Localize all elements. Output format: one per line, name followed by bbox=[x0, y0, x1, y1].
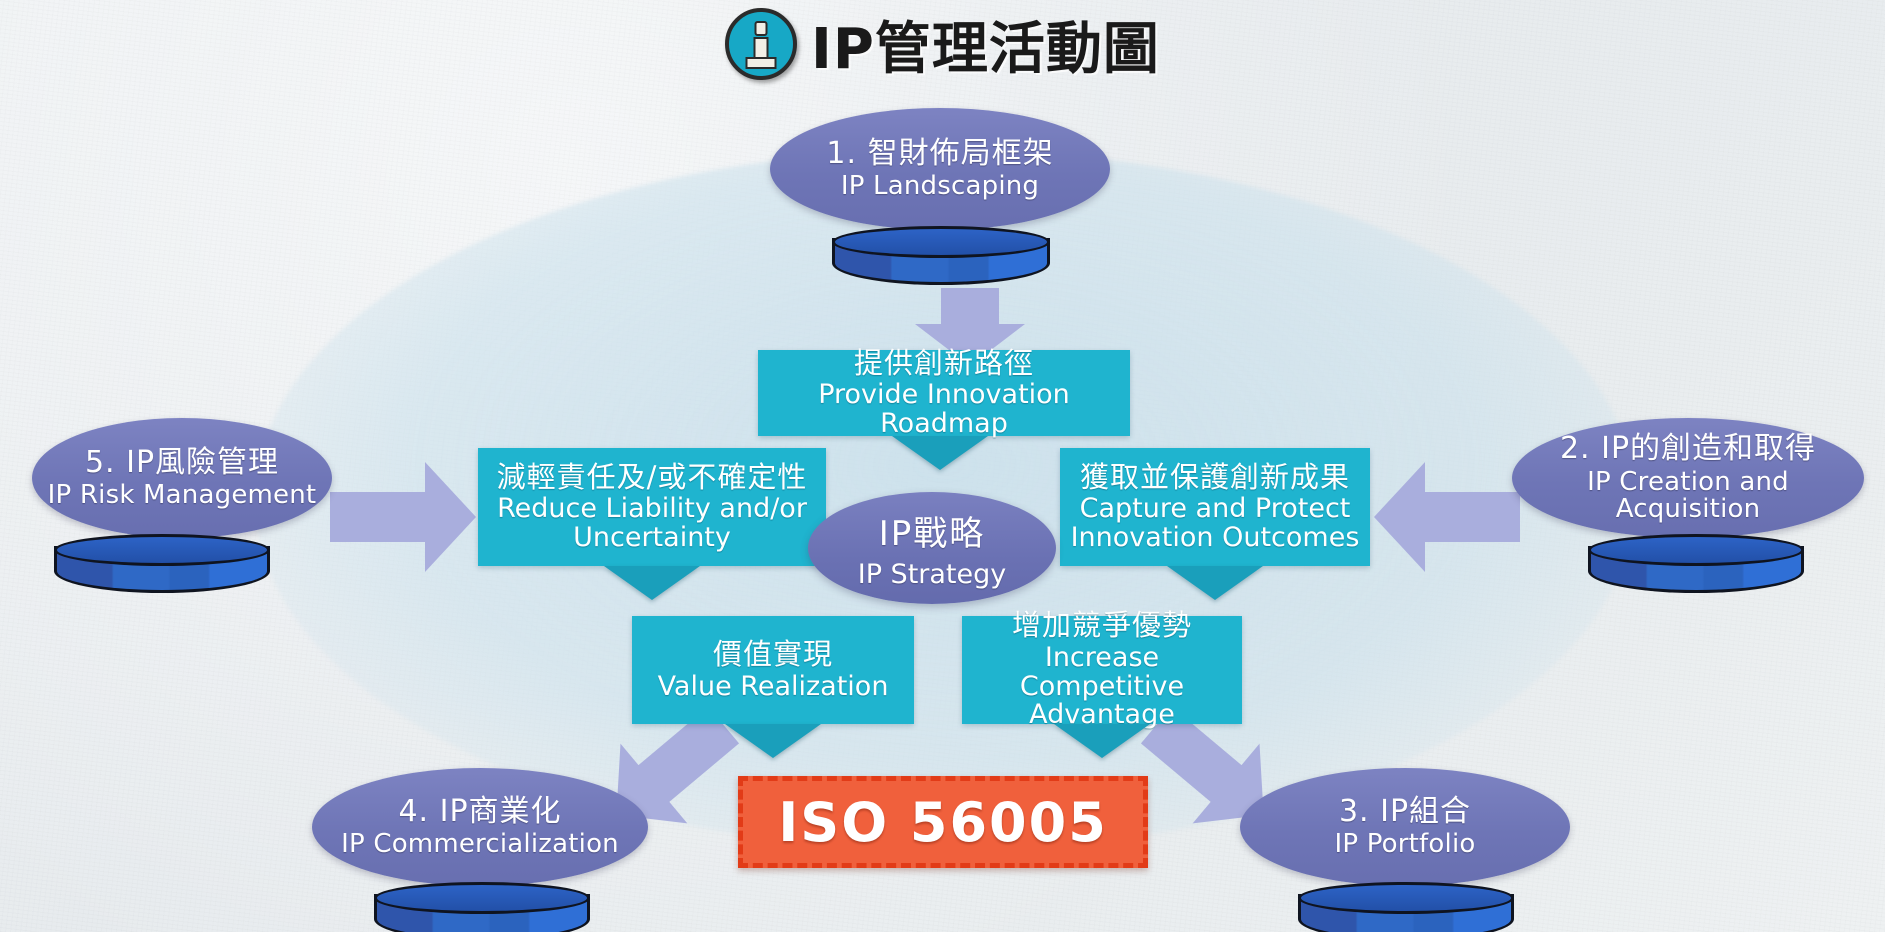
cylinder-base bbox=[54, 534, 270, 596]
arrow-landscaping-to-roadmap bbox=[915, 288, 1025, 366]
arrow-portfolio-to-competitive bbox=[1123, 685, 1297, 855]
node-label-en: IP Risk Management bbox=[47, 480, 317, 511]
box-label-zh: 價值實現 bbox=[712, 636, 833, 671]
box-label-en: Provide Innovation Roadmap bbox=[818, 379, 1070, 439]
box-capture-protect[interactable]: 獲取並保護創新成果 Capture and Protect Innovation… bbox=[1060, 448, 1370, 566]
box-label-zh: 減輕責任及/或不確定性 bbox=[496, 459, 808, 494]
box-label-zh: 增加競爭優勢 bbox=[1011, 608, 1192, 643]
center-node-ip-strategy[interactable]: IP戰略 IP Strategy bbox=[808, 492, 1056, 604]
cylinder-base bbox=[1588, 534, 1804, 596]
center-label-zh: IP戰略 bbox=[878, 514, 986, 554]
box-foot-competitive bbox=[1054, 724, 1150, 758]
arrow-creation-to-capture bbox=[1374, 462, 1520, 572]
node-label-zh: 5. IP風險管理 bbox=[84, 444, 280, 480]
iso-standard-badge: ISO 56005 bbox=[738, 776, 1148, 868]
node-ip-landscaping[interactable]: 1. 智財佈局框架 IP Landscaping bbox=[770, 108, 1110, 285]
box-reduce-liability[interactable]: 減輕責任及/或不確定性 Reduce Liability and/or Unce… bbox=[478, 448, 826, 566]
center-label-en: IP Strategy bbox=[857, 559, 1007, 590]
node-ip-commercialization-ellipse[interactable]: 4. IP商業化 IP Commercialization bbox=[312, 768, 648, 886]
node-ip-risk-management-ellipse[interactable]: 5. IP風險管理 IP Risk Management bbox=[32, 418, 332, 538]
box-label-en: Reduce Liability and/or Uncertainty bbox=[497, 493, 807, 553]
box-foot-capture bbox=[1167, 566, 1263, 600]
box-provide-innovation-roadmap[interactable]: 提供創新路徑 Provide Innovation Roadmap bbox=[758, 345, 1130, 439]
box-label-en: Value Realization bbox=[657, 670, 889, 702]
node-label-zh: 2. IP的創造和取得 bbox=[1559, 431, 1817, 467]
arrow-commercialization-to-value bbox=[583, 685, 757, 855]
node-label-en: IP Landscaping bbox=[840, 171, 1040, 202]
node-ip-creation-acquisition-ellipse[interactable]: 2. IP的創造和取得 IP Creation and Acquisition bbox=[1512, 418, 1864, 538]
node-label-zh: 1. 智財佈局框架 bbox=[826, 135, 1054, 171]
node-label-en: IP Portfolio bbox=[1334, 829, 1476, 860]
arrow-risk-to-reduce bbox=[330, 462, 476, 572]
box-increase-competitive-advantage[interactable]: 增加競爭優勢 Increase Competitive Advantage bbox=[962, 610, 1242, 729]
node-ip-landscaping-ellipse[interactable]: 1. 智財佈局框架 IP Landscaping bbox=[770, 108, 1110, 230]
iso-label: ISO 56005 bbox=[778, 790, 1108, 854]
node-label-zh: 4. IP商業化 bbox=[398, 793, 562, 829]
diagram-title: IP管理活動圖 bbox=[0, 4, 1885, 84]
cropped-bottom-text bbox=[0, 922, 1885, 932]
page-title: IP管理活動圖 bbox=[811, 16, 1160, 82]
box-foot-reduce bbox=[604, 566, 700, 600]
box-foot-roadmap bbox=[892, 436, 988, 470]
box-label-zh: 獲取並保護創新成果 bbox=[1079, 459, 1350, 494]
node-label-en: IP Commercialization bbox=[341, 829, 619, 860]
box-foot-value bbox=[725, 724, 821, 758]
node-ip-portfolio[interactable]: 3. IP組合 IP Portfolio bbox=[1240, 768, 1570, 932]
box-label-en: Increase Competitive Advantage bbox=[1019, 641, 1185, 731]
info-icon bbox=[725, 8, 798, 80]
node-ip-commercialization[interactable]: 4. IP商業化 IP Commercialization bbox=[312, 768, 648, 932]
box-label-zh: 提供創新路徑 bbox=[853, 345, 1034, 380]
node-label-en: IP Creation and Acquisition bbox=[1587, 466, 1789, 524]
cylinder-base bbox=[832, 226, 1050, 288]
cylinder-base bbox=[374, 882, 590, 932]
node-ip-portfolio-ellipse[interactable]: 3. IP組合 IP Portfolio bbox=[1240, 768, 1570, 886]
node-ip-creation-acquisition[interactable]: 2. IP的創造和取得 IP Creation and Acquisition bbox=[1512, 418, 1864, 593]
node-ip-risk-management[interactable]: 5. IP風險管理 IP Risk Management bbox=[32, 418, 332, 593]
box-value-realization[interactable]: 價值實現 Value Realization bbox=[632, 616, 914, 724]
cylinder-base bbox=[1298, 882, 1514, 932]
node-label-zh: 3. IP組合 bbox=[1338, 793, 1472, 829]
box-label-en: Capture and Protect Innovation Outcomes bbox=[1070, 493, 1360, 553]
